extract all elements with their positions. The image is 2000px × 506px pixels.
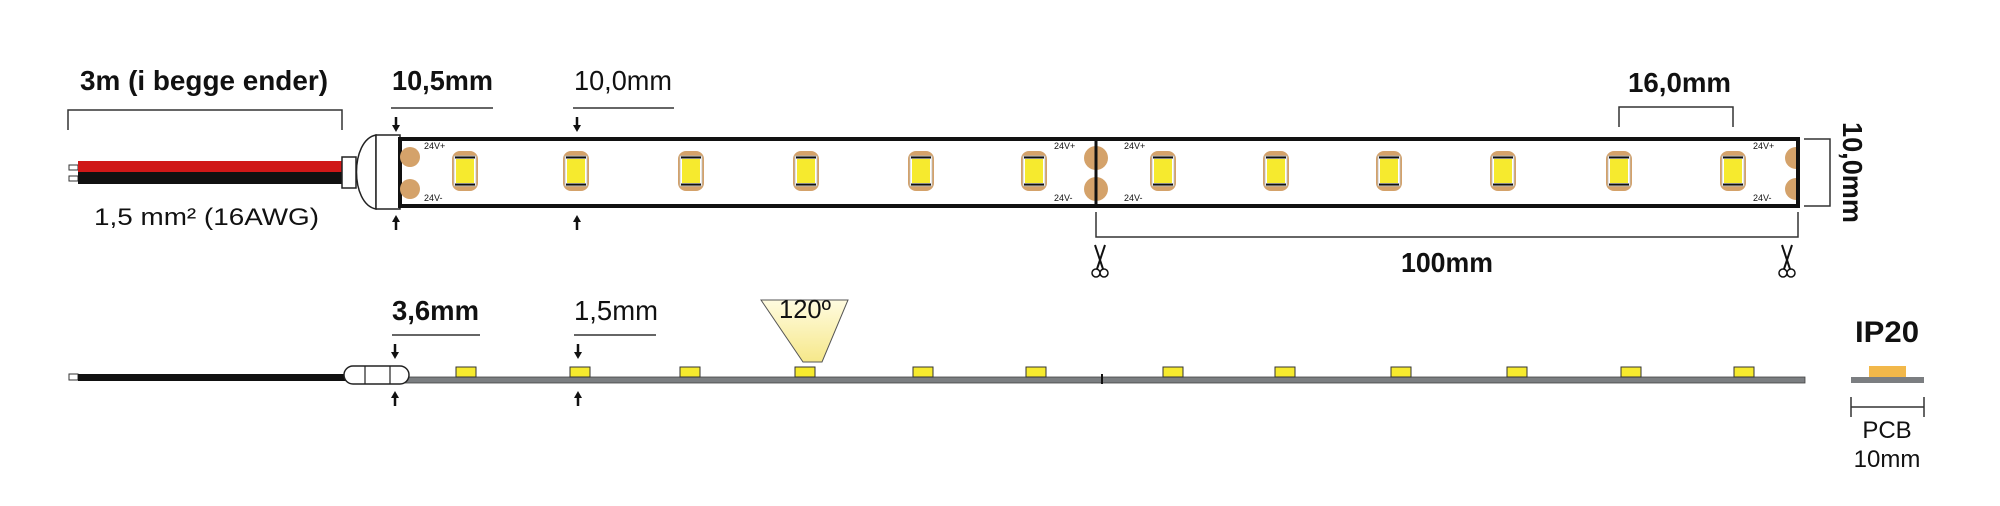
led-pitch-label: 16,0mm: [1628, 67, 1731, 98]
pad-plus-label: 24V+: [1124, 141, 1145, 151]
led-chip: [1263, 151, 1289, 191]
led-chip-side: [569, 366, 591, 378]
led-chip-side: [1162, 366, 1184, 378]
beam-angle-cone: [760, 299, 849, 363]
arrow-up-icon: [571, 213, 583, 232]
led-chip-side: [912, 366, 934, 378]
solder-pad: [1785, 178, 1796, 200]
pcb-dimension-line: [1850, 397, 1925, 417]
solder-pads: [400, 146, 1796, 201]
scissors-icon: [1091, 244, 1109, 278]
arrow-down-icon: [389, 342, 401, 361]
side-cable: [68, 373, 346, 381]
strip-width-label: 10,5mm: [392, 65, 493, 96]
arrow-down-icon: [571, 115, 583, 134]
solder-pad: [1785, 147, 1796, 169]
led-row-top: [452, 151, 1746, 191]
cut-interval-bracket: [1095, 212, 1799, 238]
pad-minus-label: 24V-: [1124, 193, 1143, 203]
led-chip: [1021, 151, 1047, 191]
solder-pad: [400, 179, 420, 199]
arrow-up-icon: [572, 389, 584, 408]
power-cable: [68, 161, 342, 184]
led-chip: [1490, 151, 1516, 191]
led-pitch-bracket: [1618, 106, 1734, 127]
total-height-label: 3,6mm: [392, 295, 479, 326]
cable-length-bracket: [67, 109, 343, 130]
led-chip: [678, 151, 704, 191]
led-chip-side: [1274, 366, 1296, 378]
led-chip: [908, 151, 934, 191]
strip-height-label: 10,0mm: [1837, 122, 1868, 223]
ip-rating-label: IP20: [1855, 316, 1919, 349]
led-chip-side: [794, 366, 816, 378]
pad-plus-label: 24V+: [1054, 141, 1075, 151]
led-chip-side: [1025, 366, 1047, 378]
led-chip: [452, 151, 478, 191]
scissors-icon: [1778, 244, 1796, 278]
side-strip-pcb: [404, 376, 1806, 384]
arrow-down-icon: [390, 115, 402, 134]
led-chip-side: [455, 366, 477, 378]
pcb-label: PCB: [1862, 417, 1911, 444]
cable-length-label: 3m (i begge ender): [80, 65, 328, 96]
pcb-thickness-label: 1,5mm: [574, 295, 658, 326]
led-chip: [793, 151, 819, 191]
cable-gauge-label: 1,5 mm² (16AWG): [94, 204, 319, 231]
led-chip: [1606, 151, 1632, 191]
pcb-size-label: 10mm: [1854, 446, 1921, 473]
wire-black: [78, 172, 342, 184]
led-chip-side: [679, 366, 701, 378]
ip-led-chip: [1869, 366, 1906, 377]
arrow-down-icon: [572, 342, 584, 361]
side-end-cap: [343, 365, 410, 385]
led-chip-side: [1390, 366, 1412, 378]
pad-minus-label: 24V-: [424, 193, 443, 203]
pad-minus-label: 24V-: [1753, 193, 1772, 203]
pad-labels: 24V+ 24V- 24V+ 24V- 24V+ 24V- 24V+ 24V-: [424, 141, 1774, 203]
pad-plus-label: 24V+: [1753, 141, 1774, 151]
led-row-side: [455, 366, 1755, 378]
led-chip-side: [1733, 366, 1755, 378]
arrow-up-icon: [389, 389, 401, 408]
end-cap: [341, 134, 401, 210]
led-chip: [1150, 151, 1176, 191]
led-chip-side: [1620, 366, 1642, 378]
cut-interval-label: 100mm: [1401, 247, 1493, 278]
beam-angle-label: 120º: [779, 294, 831, 324]
pcb-width-label: 10,0mm: [574, 65, 672, 96]
solder-pad: [400, 147, 420, 167]
led-chip-side: [1506, 366, 1528, 378]
led-chip: [1720, 151, 1746, 191]
wire-red: [78, 161, 342, 172]
strip-height-bracket: [1804, 138, 1831, 207]
ip-pcb: [1851, 377, 1924, 383]
led-chip: [1376, 151, 1402, 191]
pad-plus-label: 24V+: [424, 141, 445, 151]
led-chip: [563, 151, 589, 191]
arrow-up-icon: [390, 213, 402, 232]
pad-minus-label: 24V-: [1054, 193, 1073, 203]
